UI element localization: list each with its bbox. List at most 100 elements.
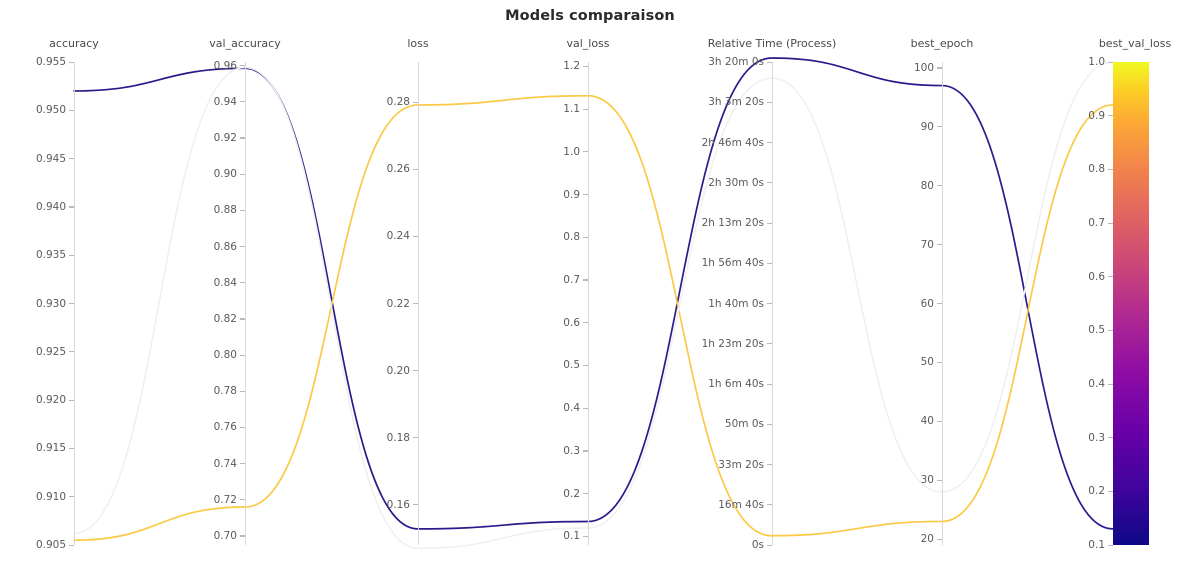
- tick-label: 0.8: [563, 231, 580, 244]
- tick-label: 0.7: [563, 273, 580, 286]
- tick-mark: [69, 544, 74, 546]
- tick-mark: [767, 262, 772, 264]
- tick-mark: [1108, 329, 1113, 332]
- tick-mark: [583, 450, 588, 452]
- tick-label: 0.9: [563, 188, 580, 201]
- tick-label: 0.3: [1088, 431, 1105, 444]
- tick-label: 90: [920, 120, 934, 133]
- tick-mark: [240, 499, 245, 501]
- tick-label: 0.4: [1088, 378, 1105, 390]
- tick-label: 1.0: [1088, 56, 1105, 68]
- axis-line: [74, 62, 76, 545]
- tick-label: 0.22: [386, 297, 410, 310]
- tick-mark: [937, 420, 942, 422]
- tick-mark: [240, 318, 245, 320]
- tick-mark: [240, 65, 245, 67]
- tick-label: 0.955: [35, 56, 66, 68]
- tick-label: 0.16: [386, 498, 410, 511]
- tick-mark: [69, 351, 74, 353]
- tick-label: 0.6: [1088, 270, 1105, 283]
- tick-mark: [583, 322, 588, 324]
- axis-title[interactable]: accuracy: [49, 37, 99, 50]
- tick-mark: [240, 282, 245, 284]
- tick-mark: [1108, 544, 1113, 546]
- tick-label: 0.5: [1088, 324, 1105, 337]
- tick-label: 0s: [751, 539, 764, 551]
- tick-label: 0.940: [35, 200, 66, 213]
- tick-mark: [767, 303, 772, 305]
- tick-mark: [583, 493, 588, 495]
- tick-mark: [240, 426, 245, 429]
- tick-label: 0.3: [563, 444, 580, 457]
- tick-label: 60: [920, 297, 934, 310]
- tick-label: 33m 20s: [718, 458, 764, 471]
- tick-label: 0.9: [1088, 109, 1105, 122]
- tick-label: 20: [920, 533, 934, 546]
- tick-label: 0.2: [1088, 485, 1105, 498]
- tick-label: 50: [920, 356, 934, 369]
- tick-label: 0.24: [386, 230, 410, 243]
- tick-label: 1.2: [563, 60, 580, 73]
- tick-mark: [767, 343, 772, 345]
- tick-mark: [767, 544, 772, 546]
- tick-label: 0.18: [386, 431, 410, 444]
- tick-mark: [767, 464, 772, 466]
- tick-label: 0.925: [35, 345, 66, 358]
- tick-mark: [240, 209, 245, 212]
- tick-mark: [69, 399, 74, 401]
- tick-mark: [1108, 490, 1113, 493]
- tick-mark: [767, 101, 772, 103]
- tick-label: 1.1: [563, 103, 580, 116]
- tick-mark: [937, 185, 942, 187]
- tick-label: 80: [920, 179, 934, 192]
- tick-label: 0.6: [563, 316, 580, 329]
- tick-mark: [69, 158, 74, 160]
- tick-label: 0.88: [213, 204, 237, 217]
- colorbar-gradient[interactable]: [1113, 62, 1149, 545]
- tick-mark: [583, 407, 588, 409]
- tick-label: 0.92: [213, 131, 237, 144]
- axis-title[interactable]: Relative Time (Process): [707, 37, 837, 50]
- tick-mark: [937, 67, 942, 69]
- axis-line: [245, 62, 247, 545]
- tick-label: 1h 40m 0s: [708, 297, 764, 310]
- tick-label: 0.945: [35, 152, 66, 165]
- tick-mark: [583, 364, 588, 367]
- tick-label: 16m 40s: [718, 498, 764, 511]
- tick-mark: [1108, 437, 1113, 439]
- tick-label: 0.1: [563, 530, 580, 543]
- axis-title[interactable]: loss: [407, 37, 429, 50]
- tick-mark: [240, 354, 245, 356]
- tick-mark: [767, 423, 772, 425]
- tick-label: 0.910: [35, 490, 66, 503]
- tick-label: 1h 56m 40s: [701, 257, 764, 270]
- axis-title[interactable]: val_accuracy: [209, 37, 281, 50]
- tick-label: 100: [913, 61, 934, 74]
- tick-label: 0.930: [35, 297, 66, 310]
- tick-label: 3h 3m 20s: [708, 96, 764, 109]
- series-line[interactable]: [73, 61, 1114, 550]
- tick-mark: [240, 535, 245, 537]
- axis-title[interactable]: val_loss: [566, 37, 610, 50]
- tick-label: 0.94: [213, 95, 237, 108]
- axis-title[interactable]: best_epoch: [910, 37, 974, 50]
- tick-mark: [240, 390, 245, 392]
- page-title: Models comparaison: [505, 8, 675, 24]
- tick-mark: [583, 236, 588, 238]
- tick-label: 0.20: [386, 364, 410, 377]
- series-line[interactable]: [73, 94, 1114, 542]
- tick-mark: [767, 383, 772, 385]
- tick-label: 30: [920, 474, 934, 487]
- tick-mark: [413, 504, 418, 506]
- tick-label: 0.26: [386, 163, 410, 176]
- tick-label: 0.28: [386, 96, 410, 109]
- tick-mark: [937, 361, 942, 364]
- tick-mark: [69, 447, 74, 450]
- tick-mark: [240, 137, 245, 139]
- tick-label: 0.70: [213, 529, 237, 542]
- tick-label: 0.76: [213, 421, 237, 434]
- tick-mark: [240, 173, 245, 175]
- axis-title[interactable]: best_val_loss: [1098, 37, 1172, 50]
- tick-mark: [240, 463, 245, 465]
